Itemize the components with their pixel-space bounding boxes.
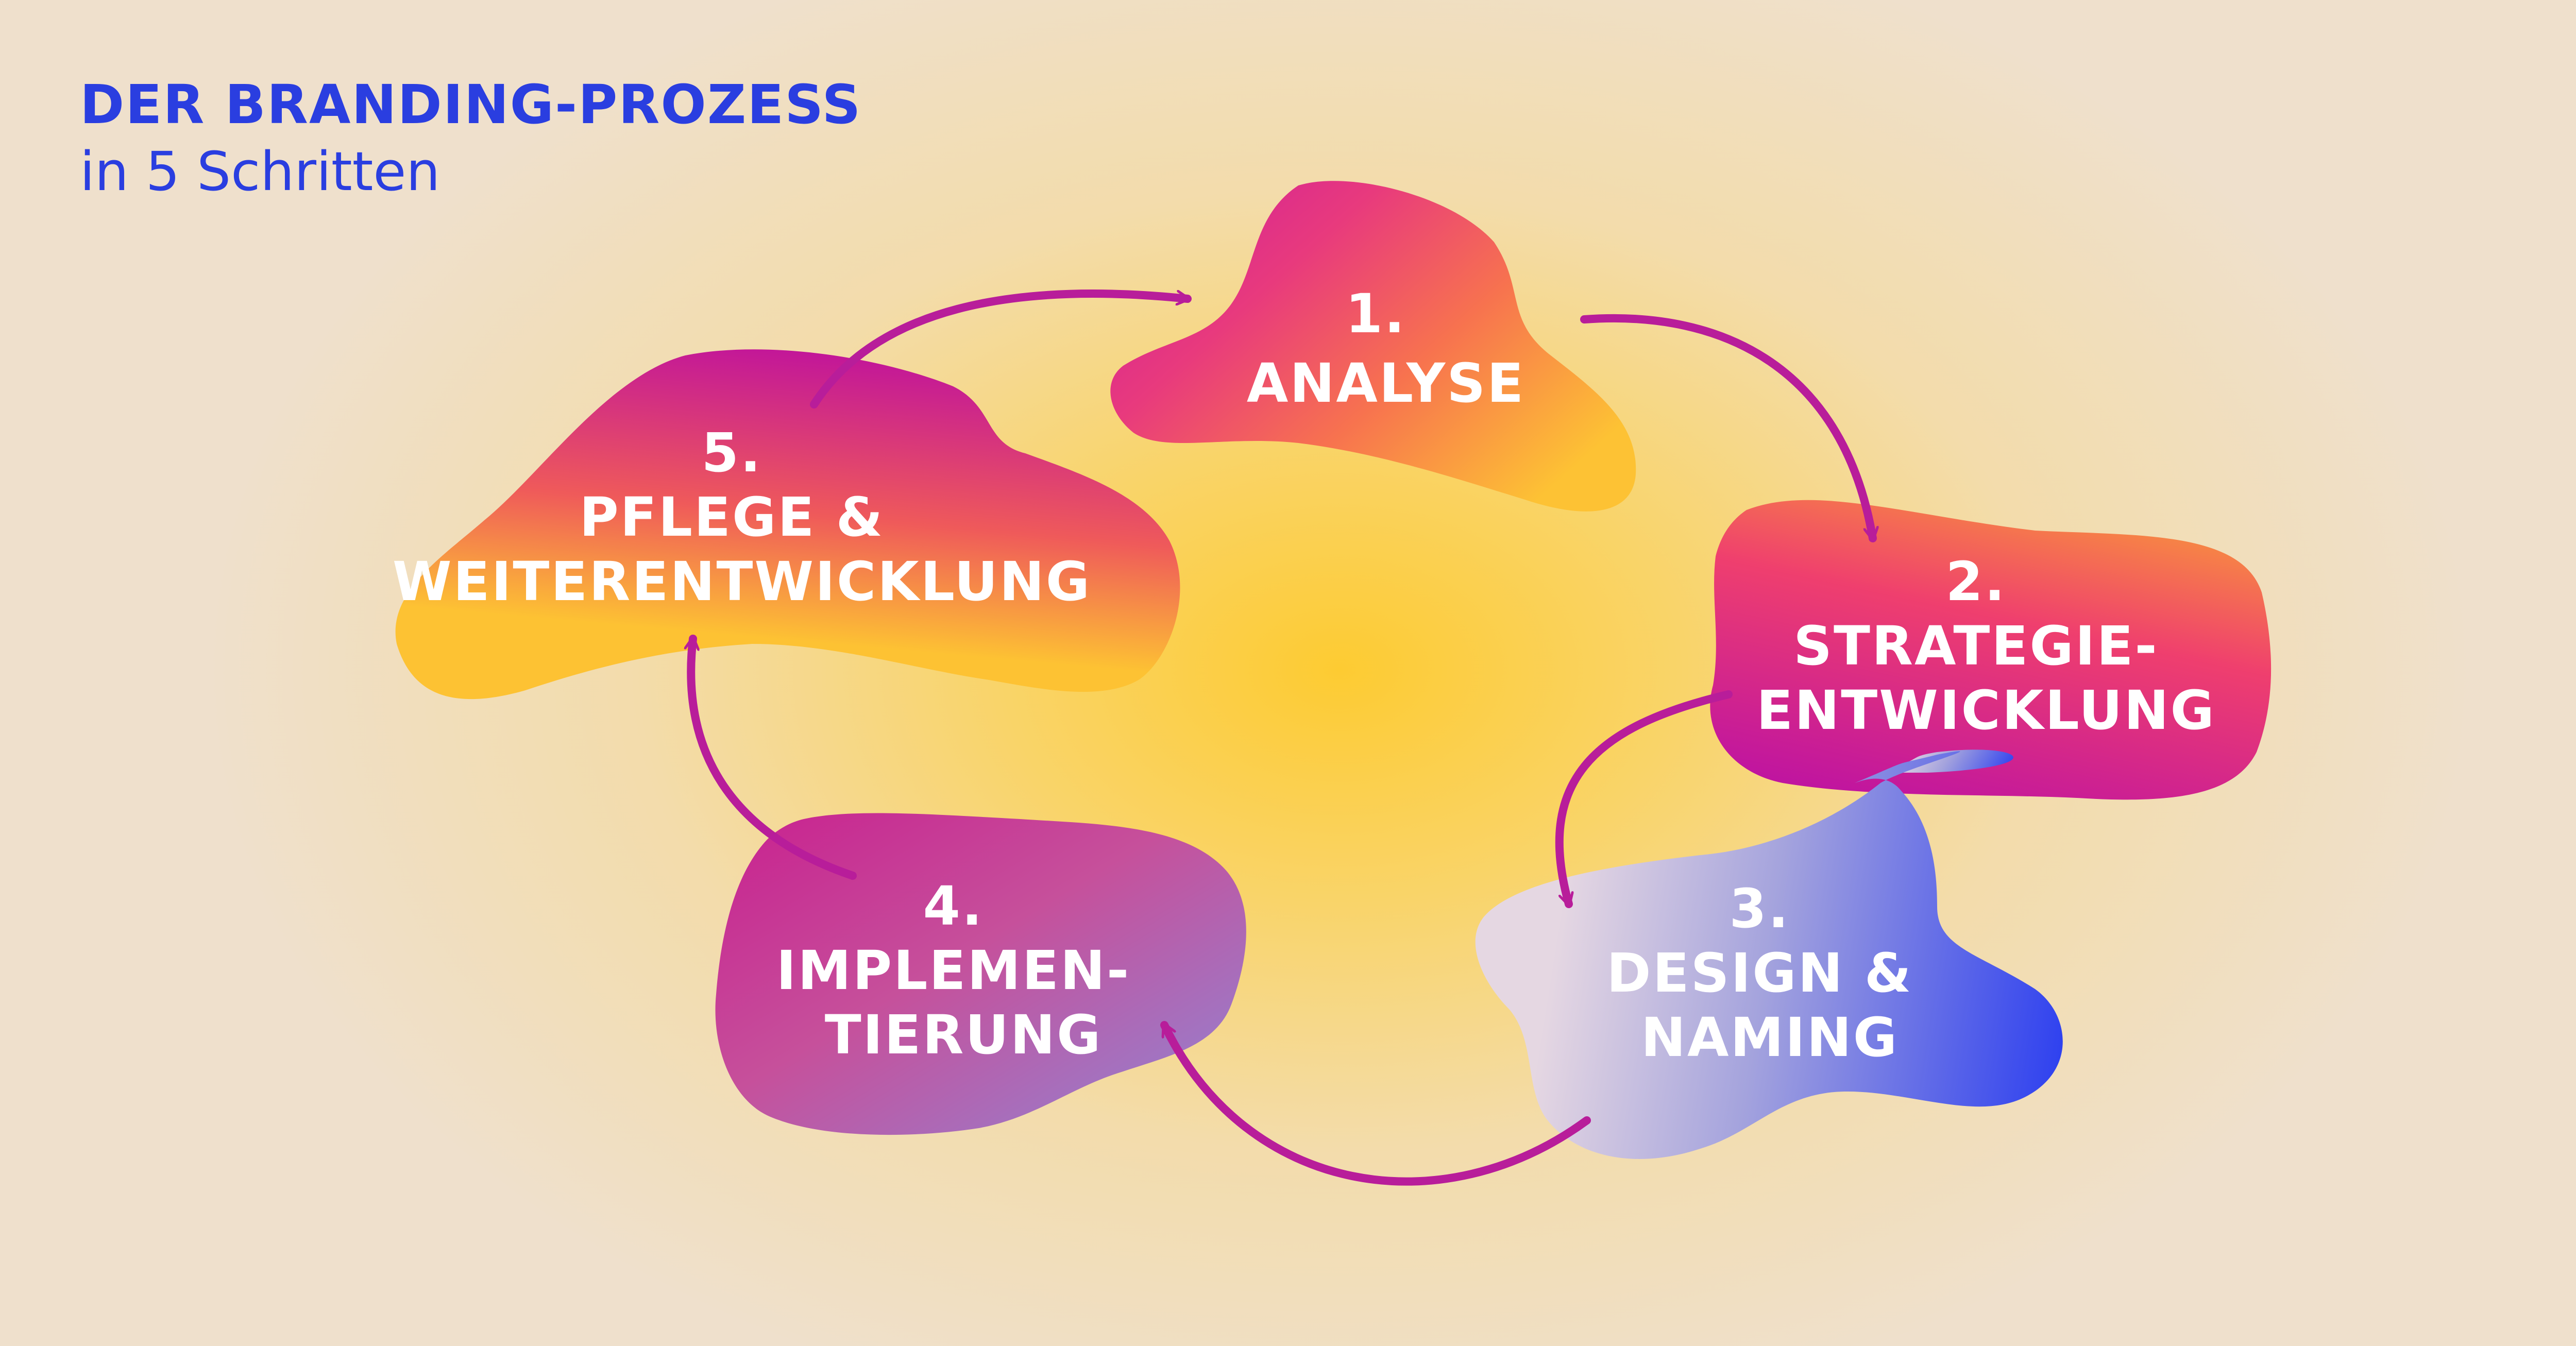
arrow-implementierung-to-pflege — [691, 635, 857, 880]
step-3-label: 3. DESIGN & NAMING — [1606, 877, 1933, 1069]
step-1-label: 1. ANALYSE — [1247, 282, 1525, 415]
page-title: DER BRANDING-PROZESS — [80, 73, 862, 136]
blob-design-main — [1475, 751, 2063, 1159]
blob-pflege — [395, 349, 1180, 700]
step-2-label: 2. STRATEGIE- ENTWICKLUNG — [1756, 550, 2216, 742]
arrow-strategie-to-design — [1555, 690, 1733, 908]
step-4-label: 4. IMPLEMEN- TIERUNG — [776, 875, 1151, 1066]
page-subtitle: in 5 Schritten — [80, 140, 440, 203]
arrow-analyse-to-strategie — [1580, 314, 1873, 542]
blob-implementierung — [715, 813, 1246, 1135]
blob-strategie — [1710, 500, 2272, 800]
arrow-design-to-implementierung — [1160, 1021, 1591, 1186]
arrow-pflege-to-analyse — [810, 289, 1192, 408]
blob-analyse — [1110, 181, 1636, 512]
step-5-label: 5. PFLEGE & WEITERENTWICKLUNG — [393, 421, 1091, 613]
